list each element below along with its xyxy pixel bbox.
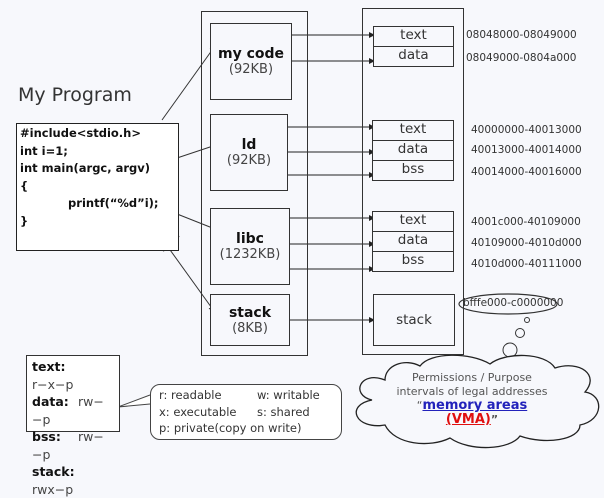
thought-dot-large	[502, 342, 518, 358]
code-line: }	[20, 213, 29, 228]
segment-libc-bss: bss	[372, 251, 454, 272]
address-range: 40013000-40014000	[471, 144, 582, 156]
legend-callout-pointer	[117, 394, 151, 408]
address-range: 40000000-40013000	[471, 124, 582, 136]
address-range: 4001c000-40109000	[471, 216, 581, 228]
legend-s: s: shared	[257, 404, 310, 419]
segment-stack: stack	[373, 294, 455, 346]
virtual-memory-column	[362, 8, 464, 355]
segment-ld-text: text	[372, 120, 454, 141]
module-size: (92KB)	[228, 62, 274, 77]
module-size: (8KB)	[232, 320, 268, 336]
permission-legend: r: readable w: writable x: executable s: s…	[150, 384, 342, 440]
address-range: 40014000-40016000	[471, 166, 582, 178]
module-mycode: my code (92KB)	[210, 23, 292, 100]
legend-p: p: private(copy on write)	[159, 421, 302, 435]
module-name: ld	[241, 137, 257, 153]
quote-close: ”	[490, 413, 499, 426]
segment-ld-bss: bss	[372, 160, 454, 181]
module-name: stack	[228, 304, 272, 321]
cloud-shape	[355, 354, 600, 449]
stack-range-bubble	[458, 293, 558, 315]
legend-r: r: readable	[159, 388, 222, 402]
address-range: 08049000-0804a000	[466, 52, 577, 64]
code-line: int main(argc, argv)	[20, 161, 151, 175]
code-line: int i=1;	[20, 143, 68, 158]
thought-dot-small	[524, 317, 530, 323]
executable-image-column	[201, 11, 308, 356]
segment-libc-text: text	[372, 211, 454, 232]
memory-areas-link[interactable]: memory areas	[422, 398, 528, 413]
segment-ld-data: data	[372, 140, 454, 161]
vma-link[interactable]: (VMA)	[445, 412, 491, 427]
thought-dot-medium	[515, 328, 525, 338]
diagram-title: My Program	[18, 84, 132, 106]
address-range: 08048000-08049000	[466, 29, 577, 41]
module-libc: libc (1232KB)	[210, 208, 290, 285]
permission-row: bss:rw−−p	[32, 429, 104, 462]
permission-row: text:r−x−p	[32, 359, 74, 392]
permission-row: data:rw−−p	[32, 394, 104, 427]
quote-open: “	[416, 399, 423, 412]
module-size: (1232KB)	[219, 247, 281, 262]
cloud-line-1: Permissions / Purpose	[412, 371, 532, 384]
stack-address-range: bfffe000-c0000000	[463, 297, 564, 309]
module-name: libc	[236, 231, 264, 247]
permissions-table: text:r−x−p data:rw−−p bss:rw−−p stack:rw…	[26, 355, 120, 497]
module-size: (92KB)	[226, 153, 272, 168]
code-line: {	[20, 178, 29, 193]
cloud-caption: Permissions / Purpose intervals of legal…	[392, 371, 552, 427]
address-range: 40109000-4010d000	[471, 237, 582, 249]
legend-w: w: writable	[257, 388, 320, 402]
code-line: #include<stdio.h>	[20, 126, 141, 140]
code-line: printf(“%d”i);	[20, 196, 159, 210]
connector-lines	[117, 32, 600, 449]
arrow-program-to-mycode	[161, 45, 216, 121]
legend-x: x: executable	[159, 404, 237, 419]
module-stack: stack (8KB)	[210, 294, 290, 346]
module-ld: ld (92KB)	[210, 114, 288, 191]
address-range: 4010d000-40111000	[471, 258, 582, 270]
segment-mycode-data: data	[373, 46, 454, 67]
segment-mycode-text: text	[373, 26, 454, 47]
cloud-line-2: intervals of legal addresses	[396, 385, 548, 398]
permission-row: stack:rwx−p	[32, 464, 75, 497]
program-source-code: #include<stdio.h> int i=1; int main(argc…	[16, 123, 179, 251]
segment-libc-data: data	[372, 231, 454, 252]
module-name: my code	[217, 46, 285, 62]
